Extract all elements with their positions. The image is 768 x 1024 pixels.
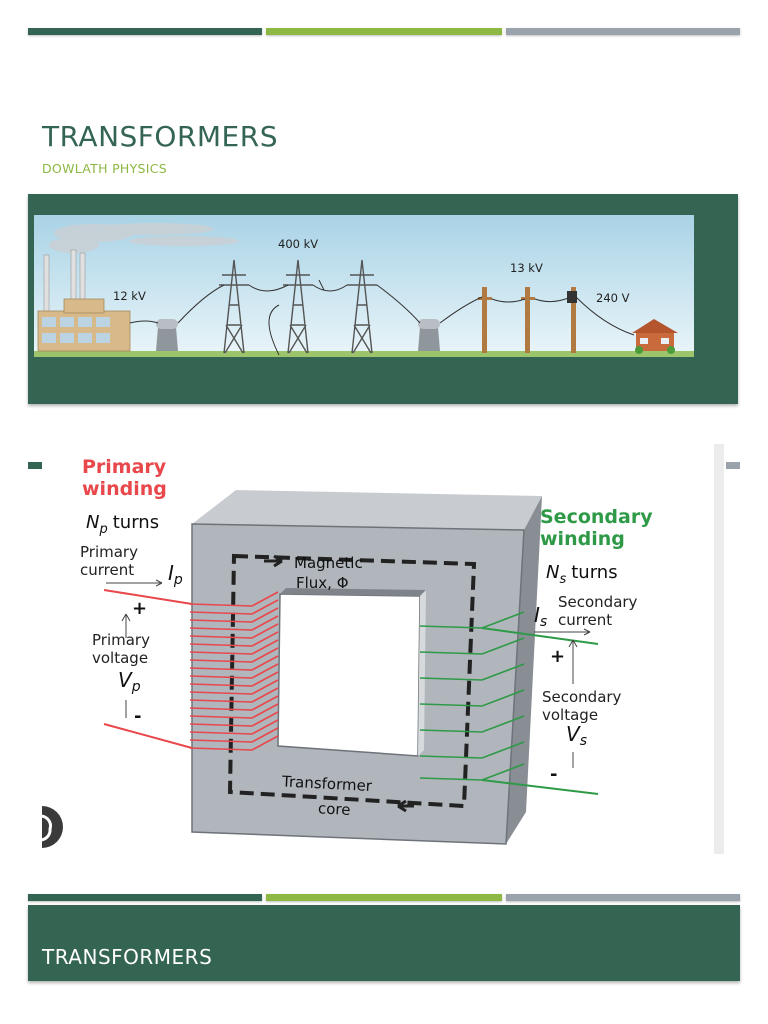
bottom-accent-bar-dark [28,894,262,901]
label-240v: 240 V [596,291,630,305]
slide2-accent-right [726,462,740,469]
secondary-voltage-arrow [568,639,578,768]
cropped-badge-icon [42,806,63,848]
flux-label-line2: Flux, Φ [296,574,349,592]
slide-title: TRANSFORMERS [42,120,278,153]
slide2-accent-left [28,462,42,469]
primary-title-line1: Primary [82,456,167,478]
primary-plus: + [132,598,147,619]
primary-voltage-line2: voltage [92,649,148,667]
power-lines [129,284,635,336]
smoke-plume [49,223,239,253]
primary-current-arrow [106,579,163,587]
secondary-lead-bottom [481,779,599,795]
top-accent-bar-gray [506,28,740,35]
primary-lead-bottom [103,723,193,749]
secondary-current-line2: current [558,611,612,629]
secondary-current-line1: Secondary [558,593,638,611]
primary-lead-top [103,589,193,605]
top-accent-bar-dark [28,28,262,35]
is-label: Is [534,603,547,630]
house [632,319,678,354]
utility-poles [478,287,577,353]
vp-label: Vp [118,668,141,695]
secondary-title-line1: Secondary [540,506,653,528]
core-top-face [192,490,542,530]
secondary-current-arrow [534,628,591,636]
substation-transformer-2 [418,319,440,351]
ip-label: Ip [168,561,183,588]
bottom-accent-bar-gray [506,894,740,901]
secondary-title-line2: winding [540,528,625,550]
secondary-lead-top [481,627,599,645]
label-12kv: 12 kV [113,289,146,303]
primary-minus: - [134,706,141,727]
label-13kv: 13 kV [510,261,543,275]
flux-path [227,553,477,809]
title-panel [28,905,740,981]
bottom-accent-bar-light [266,894,502,901]
label-400kv: 400 kV [278,237,318,251]
flux-arrow-bottom [397,799,414,813]
primary-voltage-arrow [121,613,131,718]
top-accent-bar-light [266,28,502,35]
flux-arrow-top [264,554,283,568]
primary-coils [189,591,279,751]
primary-title-line2: winding [82,478,167,500]
substation-transformer-1 [156,319,178,351]
slide-subtitle: DOWLATH PHYSICS [42,161,168,176]
secondary-voltage-line1: Secondary [542,688,622,706]
vs-label: Vs [566,722,587,749]
primary-current-line2: current [80,561,134,579]
slide3-title: TRANSFORMERS [42,945,213,969]
power-plant [37,249,131,352]
secondary-minus: - [550,764,557,785]
core-label-line1: Transformer [281,772,374,795]
core-right-face [506,496,542,844]
pylons [219,259,377,354]
power-grid-illustration: 12 kV 400 kV 13 kV 240 V [34,215,694,357]
core-label-line2: core [318,799,351,819]
primary-voltage-line1: Primary [92,631,150,649]
image-edge-shadow [714,444,724,854]
secondary-voltage-line2: voltage [542,706,598,724]
primary-current-line1: Primary [80,543,138,561]
flux-label-line1: Magnetic [294,554,363,572]
secondary-plus: + [550,646,565,667]
